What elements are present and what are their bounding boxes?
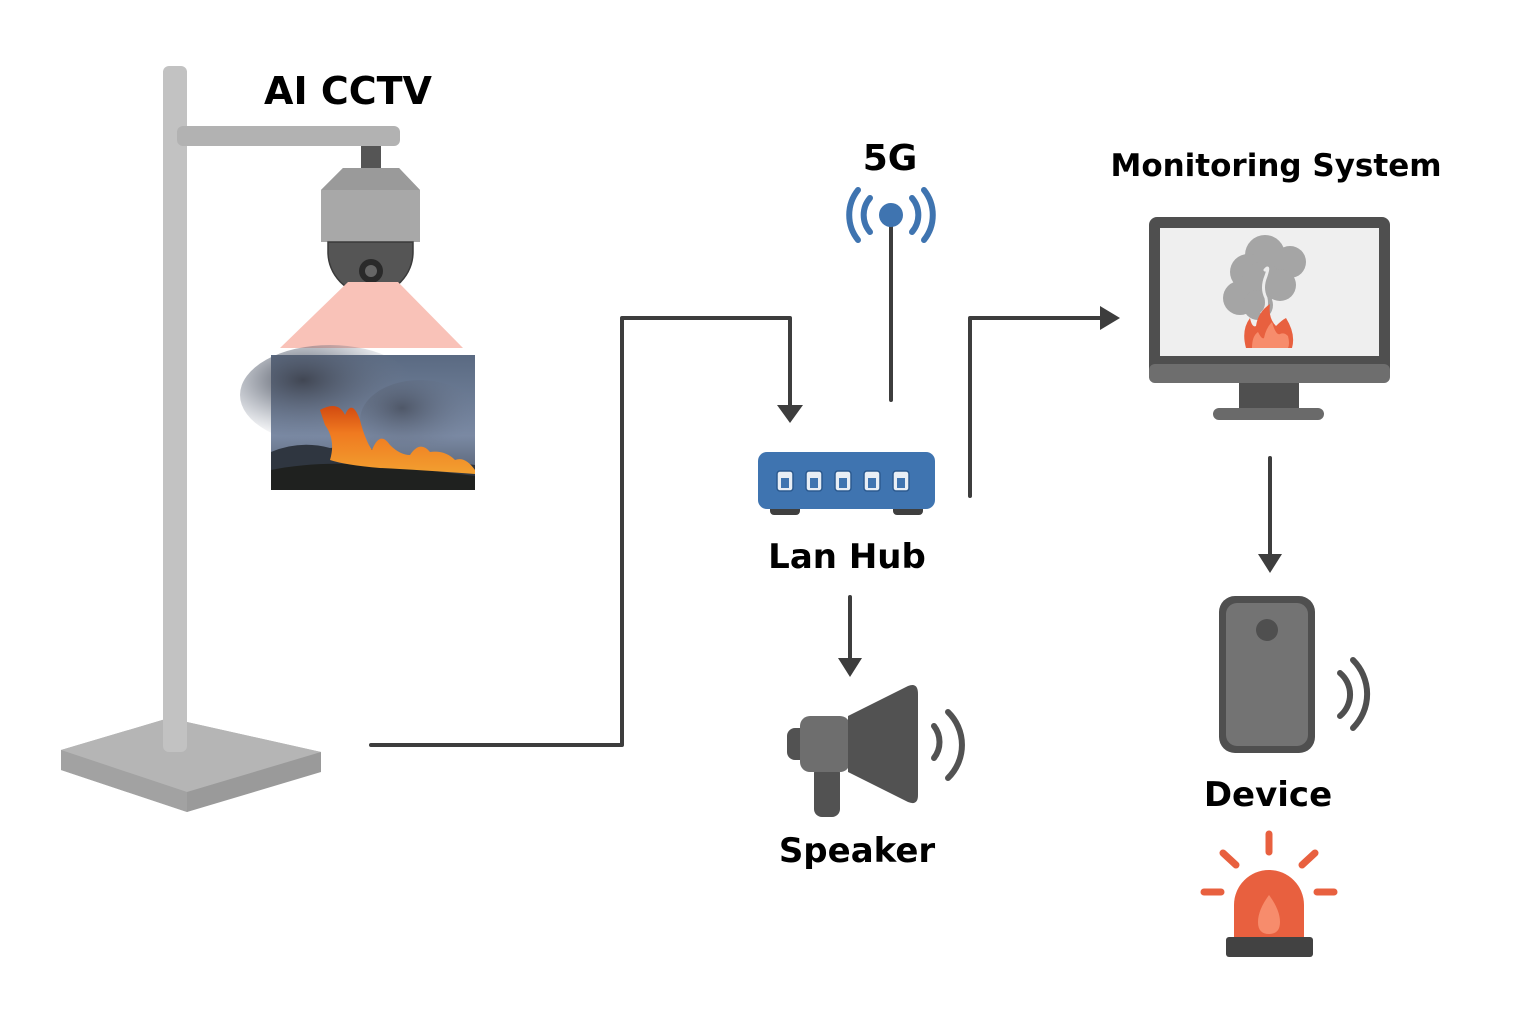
edge-cctv-to-hub: [369, 316, 792, 747]
hub-label: Lan Hub: [768, 537, 926, 577]
hub-node: Lan Hub: [758, 452, 935, 577]
antenna-label: 5G: [863, 138, 918, 179]
dome-camera-icon: [280, 146, 463, 348]
antenna-node: 5G: [846, 138, 936, 243]
megaphone-icon: [787, 685, 965, 817]
device-label: Device: [1204, 775, 1332, 815]
pole-icon: [61, 66, 400, 812]
antenna-signal-icon: [846, 187, 936, 243]
speaker-label: Speaker: [779, 831, 936, 871]
siren-alarm-icon: [1200, 830, 1338, 957]
monitor-node: Monitoring System: [1110, 148, 1442, 420]
arrowhead-hub-to-monitor: [1100, 306, 1120, 330]
monitor-fire-icon: [1149, 217, 1390, 420]
device-node: Device: [1204, 596, 1371, 815]
connection-lines: [369, 220, 1282, 747]
arrowhead-cctv-to-hub: [777, 405, 803, 423]
arrowhead-monitor-to-device: [1258, 554, 1282, 573]
wildfire-photo: [240, 345, 480, 490]
edge-hub-to-monitor: [968, 316, 1104, 498]
speaker-node: Speaker: [779, 685, 965, 871]
mobile-device-icon: [1219, 596, 1371, 753]
cctv-node: AI CCTV: [61, 66, 480, 812]
cctv-label: AI CCTV: [264, 69, 432, 113]
monitor-label: Monitoring System: [1110, 148, 1441, 184]
network-switch-icon: [758, 452, 935, 515]
arrowhead-hub-to-speaker: [838, 658, 862, 677]
